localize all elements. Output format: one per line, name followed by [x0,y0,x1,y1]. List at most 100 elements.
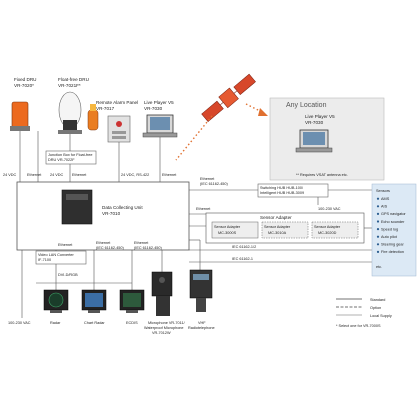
sensor-bullet-icon [376,220,380,223]
sensor-bullet-icon [376,197,380,200]
live-player-remote-model: VR-7030 [305,120,324,125]
eth-video-label: Ethernet [58,243,73,247]
live-player-local-model: VR-7030 [144,106,163,111]
laptop-local-icon [142,114,178,138]
eth-dcu-right-label: Ethernet [196,207,211,211]
sa3-label: Sensor Adapter [314,225,341,229]
eth-live-label: Ethernet [162,173,177,177]
vdc24-b-label: 24 VDC [50,173,64,177]
fixed-dru-icon [10,101,30,131]
float-free-dru-icon [58,91,82,134]
sa2-label: Sensor Adapter [264,225,291,229]
float-free-dru-model: VR-7021F* [58,83,81,88]
junction-box-line2: DRU VR-7022F [48,158,75,162]
satellite-uplink-line [175,115,213,161]
legend-standard: Standard [370,298,385,302]
radar-monitor-icon [43,289,69,313]
any-location-panel: Any Location Live Player V5 VR-7030 ** R… [269,97,385,181]
dcu-unit-icon [61,189,93,225]
ecdis-label: ECDIS [126,321,138,325]
iec-1-2-label: IEC 61162-1/2 [232,245,256,249]
sensor-bullet-icon [376,228,380,231]
laptop-remote-icon [295,129,333,153]
sensor-item: GPS navigator [381,212,406,216]
dvi-label: DVI-D/RGB [58,273,78,277]
vhf-line2: Radiotelephone [188,326,215,330]
video-lan-converter: Video LAN Converter IF-7100 [35,250,87,265]
sensor-bullet-icon [376,205,380,208]
fixed-dru-model: VR-7020* [14,83,34,88]
legend-note: * Select one for VR-7000S [336,324,381,328]
iec-1-label: IEC 61162-1 [232,257,253,261]
legend-option: Option [370,306,381,310]
live-player-remote-label: Live Player V5 [305,114,335,119]
vhf-radio-icon [189,269,213,312]
microphone-line1: Microphone VR-7011/ [148,321,186,325]
dcu-label: Data Collecting Unit [102,205,143,210]
float-free-dru-beacon-icon [87,104,99,131]
any-location-title: Any Location [286,102,327,109]
microphone-line3: VR-7012W [152,331,171,335]
eth-iec-b2: (IEC 61162-450) [96,246,125,250]
chart-radar-monitor-icon [81,289,107,313]
top-connectors [19,131,161,182]
eth-iec-c2: (IEC 61162-450) [134,246,163,250]
power-right-label: 100-230 VAC [318,207,341,211]
float-free-dru-label: Float-free DRU [58,77,89,82]
legend: Standard Option Local Supply * Select on… [336,298,392,328]
junction-box: Junction Box for Float-free DRU VR-7022F [45,150,97,165]
satellite-icon [201,73,256,122]
eth-iec-top-1: Ethernet [200,177,215,181]
bottom-connectors [21,239,201,318]
legend-local-supply: Local Supply [370,314,392,318]
dcu-model: VR-7010 [102,211,121,216]
sensor-adapter-title: Sensor Adapter [260,215,292,220]
satellite-downlink-line [245,103,263,113]
sensor-bullet-icon [376,212,380,215]
sensor-item: Speed log [381,227,398,231]
sa2-model: MC-3010A [268,231,287,235]
vhf-line1: VHF [198,321,206,325]
sa1-model: MC-3000S [218,231,237,235]
remote-alarm-panel-icon [107,115,131,143]
radar-label: Radar [50,321,61,325]
sensors-etc: etc. [376,265,382,269]
switching-hub-line2: Intelligent HUB HUB-3009 [260,191,304,195]
microphone-icon [151,271,173,316]
eth-iec-b1: Ethernet [96,241,111,245]
switching-hub-line1: Switching HUB HUB-100/ [260,186,304,190]
sensor-bullet-icon [376,250,380,253]
sensor-item: Echo sounder [381,220,405,224]
vdc-rs422-label: 24 VDC, RS-422 [121,173,149,177]
switching-hub-box: Switching HUB HUB-100/ Intelligent HUB H… [257,183,329,198]
eth-iec-c1: Ethernet [134,241,149,245]
hub-connectors [189,189,372,205]
sensor-item: Auto pilot [381,235,398,239]
remote-alarm-label: Remote Alarm Panel [96,100,138,105]
sensor-item: AIS [381,205,388,209]
sensor-item: Steering gear [381,243,405,247]
sensor-bullet-icon [376,235,380,238]
vdc24-a-label: 24 VDC [3,173,17,177]
vsat-note: ** Requires VSAT antenna etc. [296,173,348,177]
junction-box-line1: Junction Box for Float-free [48,153,93,157]
sensor-item: AMS [381,197,390,201]
chart-radar-label: Chart Radar [84,321,105,325]
eth-fixed-label: Ethernet [27,173,42,177]
sensor-adapter-group: Sensor Adapter Sensor Adapter MC-3000S S… [205,212,365,244]
eth-iec-top-2: (IEC 61162-450) [200,182,229,186]
sa1-label: Sensor Adapter [214,225,241,229]
video-lan-line1: Video LAN Converter [38,253,75,257]
power-left-label: 100-230 VAC [8,321,31,325]
video-lan-line2: IF-7100 [38,258,51,262]
fixed-dru-label: Fixed DRU [14,77,36,82]
remote-alarm-model: VR-7017 [96,106,115,111]
adapter-connectors [189,213,372,263]
live-player-local-label: Live Player V5 [144,100,174,105]
sensors-title: Sensors [376,189,390,193]
sensor-bullet-icon [376,243,380,246]
sensor-item: Fire detection [381,250,404,254]
satellite-arrow-icon [258,108,268,116]
